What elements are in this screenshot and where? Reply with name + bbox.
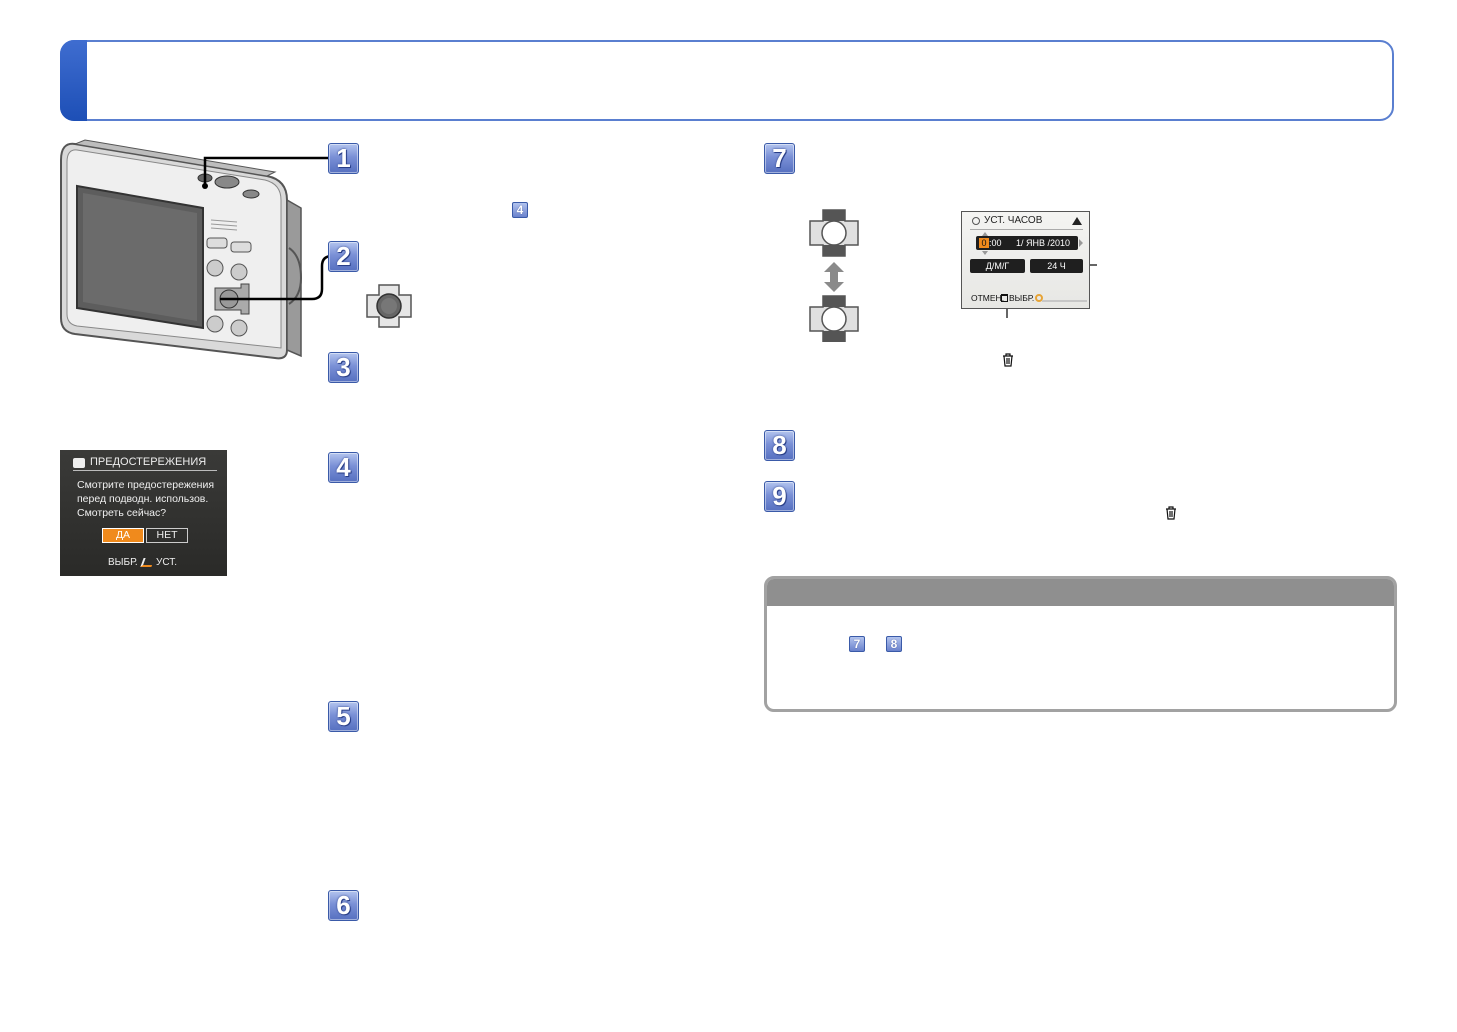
step-5-badge: 5 [328, 701, 359, 732]
camera-illustration [60, 139, 303, 360]
step-7-badge: 7 [764, 143, 795, 174]
step-3-badge: 3 [328, 352, 359, 383]
warning-screen: ПРЕДОСТЕРЕЖЕНИЯ Смотрите предостережения… [60, 450, 227, 576]
home-icon [1072, 217, 1082, 225]
page-title-box [60, 40, 1394, 121]
clock-setting-screen: УСТ. ЧАСОВ 0 :00 1/ ЯНВ /2010 Д/М/Г 24 Ч… [961, 211, 1090, 309]
warning-line-2: перед подводн. использов. [77, 493, 209, 505]
title-accent-bar [60, 40, 87, 121]
step-7-reference: 7 [849, 636, 865, 652]
trash-icon-inline-2 [1166, 506, 1176, 520]
step-4-reference: 4 [512, 202, 528, 218]
screen-decor-line [1042, 300, 1087, 302]
cursor-up-down-illustration [809, 209, 859, 342]
step-9-badge: 9 [764, 481, 795, 512]
warning-line-1: Смотрите предостережения [77, 479, 215, 491]
no-option[interactable]: НЕТ [146, 528, 188, 543]
clock-icon [972, 217, 980, 225]
warning-footer-set: УСТ. [156, 557, 178, 568]
hour-format-option[interactable]: 24 Ч [1030, 259, 1083, 273]
minute-value: :00 [989, 238, 1002, 248]
time-date-row[interactable] [976, 236, 1078, 250]
warning-divider [73, 470, 217, 471]
warning-title: ПРЕДОСТЕРЕЖЕНИЯ [90, 456, 207, 468]
cursor-hint-icon [140, 558, 155, 567]
right-arrow-icon [1079, 239, 1083, 247]
step-8-badge: 8 [764, 430, 795, 461]
date-order-option[interactable]: Д/М/Г [970, 259, 1025, 273]
cursor-button-icon [366, 284, 412, 328]
warning-message: Смотрите предостережения перед подводн. … [77, 478, 214, 520]
step-1-badge: 1 [328, 143, 359, 174]
clock-divider [970, 229, 1083, 230]
trash-icon-inline-1 [1003, 353, 1013, 367]
warning-line-3: Смотреть сейчас? [77, 507, 167, 519]
camera-warning-icon [73, 458, 85, 468]
hour-cursor[interactable]: 0 [979, 238, 989, 248]
step-4-badge: 4 [328, 452, 359, 483]
clock-footer-select: ВЫБР. [1009, 293, 1035, 303]
date-value: 1/ ЯНВ /2010 [1016, 238, 1071, 248]
step-8-reference: 8 [886, 636, 902, 652]
yes-option[interactable]: ДА [102, 528, 144, 543]
step-6-badge: 6 [328, 890, 359, 921]
cursor-pad-icon [1035, 294, 1043, 302]
note-box: 7 8 [764, 576, 1397, 712]
trash-icon [1001, 294, 1008, 302]
clock-footer-cancel: ОТМЕН. [971, 293, 1005, 303]
clock-screen-title: УСТ. ЧАСОВ [984, 215, 1043, 226]
warning-footer-select: ВЫБР. [108, 557, 138, 568]
step-2-badge: 2 [328, 241, 359, 272]
down-arrow-icon [982, 251, 988, 255]
up-arrow-icon [982, 232, 988, 236]
note-header [767, 579, 1394, 606]
